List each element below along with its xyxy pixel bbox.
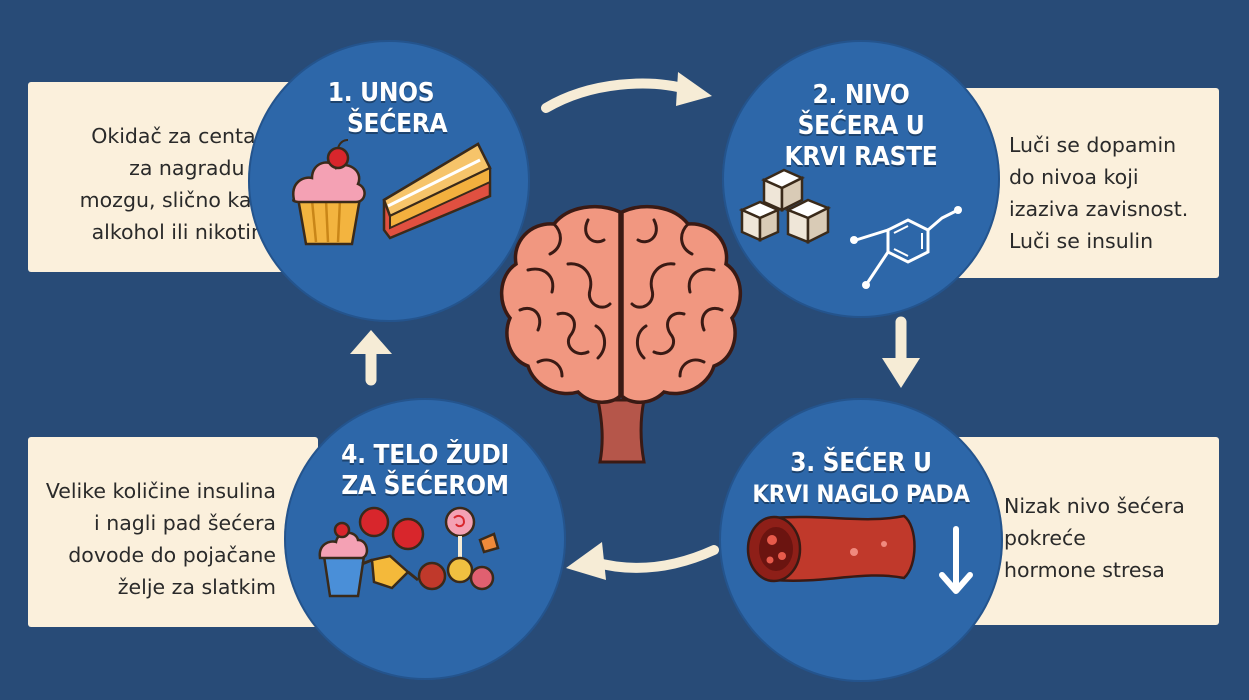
arrow-step4-to-step1 xyxy=(350,330,392,386)
step-4-description-card: Velike količine insulina i nagli pad šeć… xyxy=(28,437,318,627)
step-1-title: 1. UNOS ŠEĆERA xyxy=(327,78,448,139)
step-1-description: Okidač za centar za nagradu u mozgu, sli… xyxy=(79,124,264,244)
step-3-title: 3. ŠEĆER U KRVI NAGLO PADA xyxy=(752,448,970,508)
step-4-description: Velike količine insulina i nagli pad šeć… xyxy=(45,479,276,599)
cupcake-icon xyxy=(292,139,366,246)
brain-icon xyxy=(499,204,743,464)
sweets-icon xyxy=(318,506,500,598)
step-2-description: Luči se dopamin do nivoa koji izaziva za… xyxy=(1009,133,1189,253)
step-4-title: 4. TELO ŽUDI ZA ŠEĆEROM xyxy=(341,440,509,501)
arrow-step2-to-step3 xyxy=(882,316,920,388)
step-4-circle: 4. TELO ŽUDI ZA ŠEĆEROM xyxy=(284,398,566,680)
step-3-description: Nizak nivo šećera pokreće hormone stresa xyxy=(1004,494,1185,582)
arrow-step1-to-step2 xyxy=(541,72,712,113)
step-2-title: 2. NIVO ŠEĆERA U KRVI RASTE xyxy=(784,80,938,172)
sugar-cubes-icon xyxy=(738,168,832,245)
blood-vessel-icon xyxy=(746,514,916,583)
dopamine-molecule-icon xyxy=(850,206,962,289)
down-arrow-icon xyxy=(939,526,973,594)
arrow-step3-to-step4 xyxy=(566,542,719,580)
cake-slice-icon xyxy=(382,142,492,240)
